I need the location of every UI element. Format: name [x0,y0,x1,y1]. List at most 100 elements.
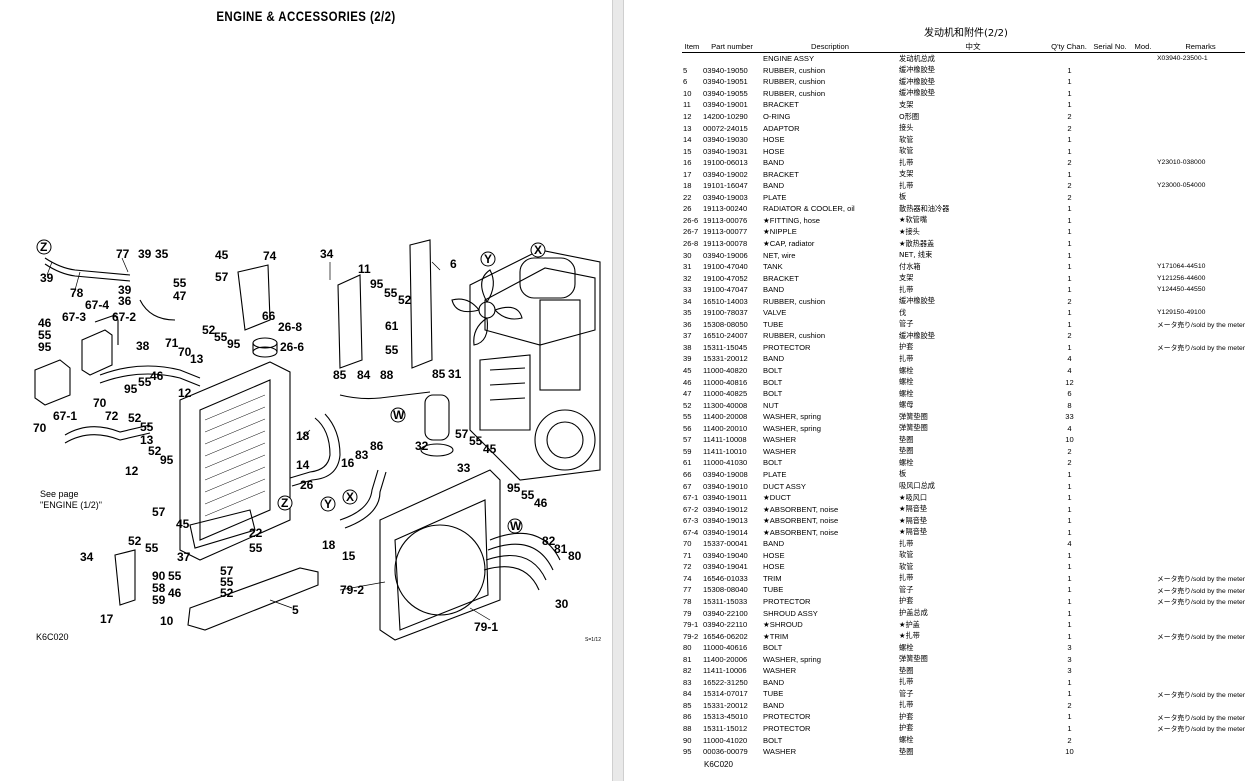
part-label: 95 [370,277,384,291]
cell-zh: 缓冲橡胶垫 [899,65,935,75]
cell-serial [1090,180,1130,192]
cell-desc: HOSE [763,562,785,572]
cell-part: 19113-00078 [703,239,748,249]
part-label: 81 [554,542,568,556]
cell-qty: 1 [1067,204,1072,214]
cell-qty: 1 [1067,342,1072,352]
part-label: 61 [385,319,399,333]
part-label: 70 [93,396,107,410]
cell-desc: WASHER, spring [763,654,821,664]
cell-item: 95 [683,747,692,757]
cell-remarks [1156,561,1245,573]
cell-serial [1090,411,1130,423]
cell-serial [1090,319,1130,331]
cell-part: 15311-15033 [703,596,748,606]
cell-zh: 付水箱 [899,261,921,271]
cell-item: 57 [683,435,692,445]
cell-remarks: メータ売り/sold by the meter [1157,576,1246,584]
cell-qty: 2 [1067,331,1072,341]
cell-desc: BRACKET [763,169,799,179]
cell-part: 16510-24007 [703,331,748,341]
cell-qty: 1 [1067,227,1072,237]
cell-zh: O形圈 [899,111,920,121]
cell-zh: 扎带 [899,538,914,548]
cell-zh: ★扎带 [899,631,920,641]
cell-mod [1130,376,1156,388]
cell-zh: 螺栓 [899,388,914,398]
cell-desc: ★FITTING, hose [763,215,821,225]
cell-part: 19100-06013 [703,158,748,168]
cell-remarks [1156,700,1245,712]
cell-part: 15313-45010 [703,712,748,722]
cell-serial [1090,295,1130,307]
cell-mod [1130,330,1156,342]
cell-item: 36 [683,319,692,329]
cell-zh: 缓冲橡胶垫 [899,88,935,98]
cell-serial [1090,122,1130,134]
part-label: 80 [568,549,582,563]
part-label: 46 [534,496,548,510]
cell-qty: 1 [1067,250,1072,260]
cell-qty: 1 [1067,77,1072,87]
cell-mod [1130,411,1156,423]
part-label: 95 [38,340,52,354]
cell-desc: DUCT ASSY [763,481,806,491]
cell-part: 15331-20012 [703,700,748,710]
part-label: 55 [168,569,182,583]
cell-remarks [1156,665,1245,677]
cell-serial [1090,515,1130,527]
part-label: 17 [100,612,114,626]
cell-qty: 1 [1067,689,1072,699]
cell-serial [1090,538,1130,550]
cell-serial [1090,503,1130,515]
cell-part: 03940-22100 [703,608,748,618]
cell-part: 11000-40825 [703,389,748,399]
cell-qty: 1 [1067,319,1072,329]
cell-qty: 10 [1065,747,1074,757]
cell-qty: 1 [1067,631,1072,641]
cell-part: 11000-40820 [703,366,748,376]
cell-part: 03940-19011 [703,493,748,503]
part-label: 57 [220,564,234,578]
cell-desc: ★ABSORBENT, noise [763,516,839,526]
cell-part: 03940-19051 [703,77,748,87]
cell-mod [1130,469,1156,481]
cell-part: 11000-41020 [703,735,748,745]
cell-desc: BAND [763,285,785,295]
part-label: 39 [118,283,132,297]
part-label: 83 [355,448,369,462]
cell-remarks [1156,492,1245,504]
part-label: 14 [296,458,310,472]
parts-list-title: 发动机和附件(2/2) [924,28,1008,39]
cell-mod [1130,480,1156,492]
cell-qty: 3 [1067,666,1072,676]
cell-qty [1048,53,1090,65]
cell-part: 11300-40008 [703,400,748,410]
part-label: 57 [152,505,166,519]
cell-serial [1090,480,1130,492]
cell-zh: 螺栓 [899,642,914,652]
cell-zh: ★软管嘴 [899,215,928,225]
cell-desc: PROTECTOR [763,596,811,606]
cell-part: 11411-10006 [703,666,747,676]
cell-part: 19100-47040 [703,262,748,272]
leader-lines [46,257,491,621]
cell-zh: 散热器和油冷器 [899,203,950,213]
cell-part: 11400-20006 [703,654,748,664]
cell-remarks [1156,365,1245,377]
cell-mod [1130,226,1156,238]
cell-zh: 管子 [899,319,914,329]
part-label: 55 [138,375,152,389]
cell-serial [1090,746,1130,758]
cell-mod [1130,180,1156,192]
